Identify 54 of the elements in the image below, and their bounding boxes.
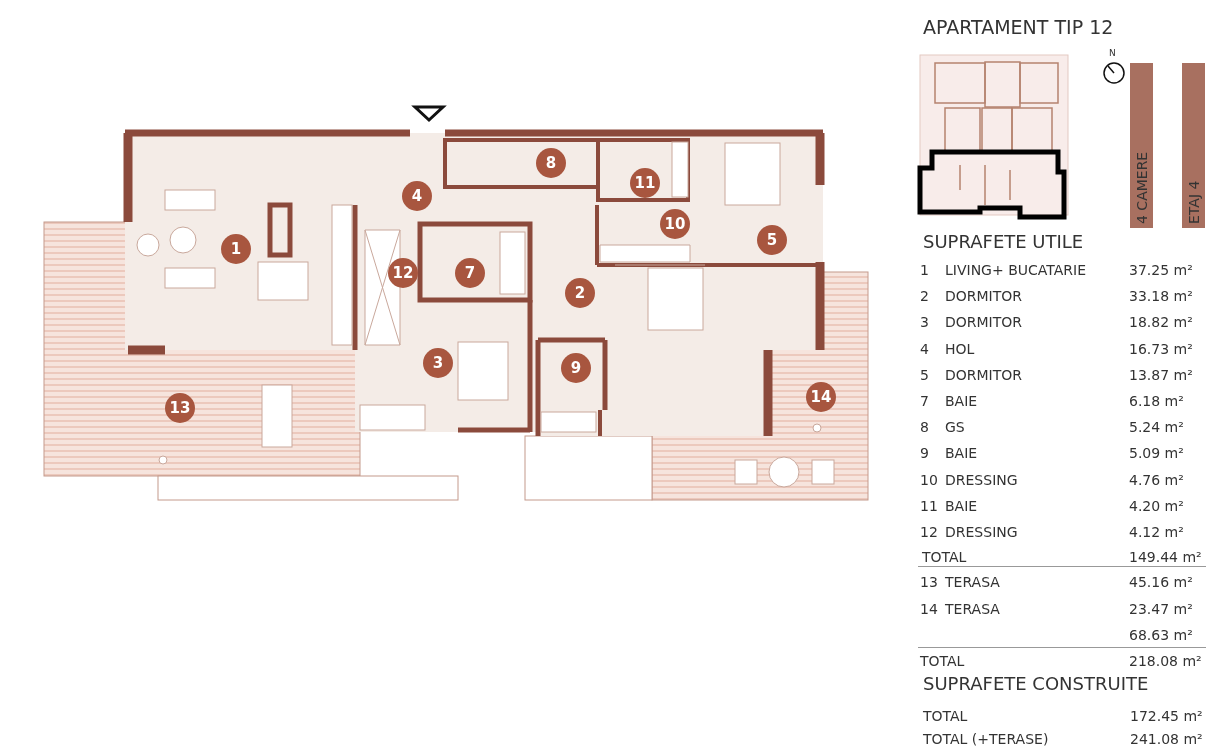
area-value: 45.16 m² — [1129, 574, 1193, 590]
room-number: 5 — [920, 366, 929, 383]
area-value: 23.47 m² — [1129, 601, 1193, 617]
room-name: HOL — [945, 340, 975, 357]
area-value: 218.08 m² — [1129, 653, 1202, 669]
area-value: 149.44 m² — [1129, 549, 1202, 565]
total-label: TOTAL — [920, 653, 965, 669]
room-number: 1 — [920, 262, 929, 278]
room-name: DRESSING — [945, 471, 1018, 488]
area-value: 4.20 m² — [1129, 497, 1184, 514]
area-value: 5.09 m² — [1129, 445, 1184, 462]
floor-tag: ETAJ 4 — [1182, 63, 1205, 228]
area-value: 68.63 m² — [1129, 627, 1193, 643]
room-name: DORMITOR — [945, 366, 1023, 383]
room-number: 10 — [920, 471, 938, 488]
room-count-tag: 4 CAMERE — [1130, 63, 1153, 228]
area-value: 18.82 m² — [1129, 314, 1193, 331]
room-number: 2 — [920, 288, 929, 305]
room-name: TERASA — [945, 601, 1000, 617]
area-value: 4.12 m² — [1129, 524, 1184, 540]
total-label: TOTAL (+TERASE) — [923, 731, 1049, 747]
room-name: DORMITOR — [945, 288, 1023, 305]
total-label: TOTAL — [923, 708, 968, 724]
room-number: 9 — [920, 445, 929, 462]
area-value: 4.76 m² — [1129, 471, 1184, 488]
area-value: 241.08 m² — [1130, 731, 1203, 747]
room-name: LIVING+ BUCATARIE — [945, 262, 1086, 278]
room-name: BAIE — [945, 445, 978, 462]
area-value: 16.73 m² — [1129, 340, 1193, 357]
room-name: BAIE — [945, 497, 978, 514]
area-value: 6.18 m² — [1129, 393, 1184, 409]
room-name: GS — [945, 419, 965, 436]
area-value: 37.25 m² — [1129, 262, 1193, 278]
north-label: N — [1109, 48, 1116, 58]
room-number: 12 — [920, 524, 938, 540]
section-heading: SUPRAFETE CONSTRUITE — [923, 673, 1149, 695]
area-value: 172.45 m² — [1130, 708, 1203, 724]
total-label: TOTAL — [922, 549, 967, 565]
area-value: 5.24 m² — [1129, 419, 1184, 436]
room-name: BAIE — [945, 393, 978, 409]
room-number: 14 — [920, 601, 938, 617]
room-number: 4 — [920, 340, 929, 357]
section-heading: SUPRAFETE UTILE — [923, 231, 1084, 253]
room-name: DORMITOR — [945, 314, 1023, 331]
room-name: TERASA — [945, 574, 1000, 590]
area-value: 13.87 m² — [1129, 366, 1193, 383]
room-name: DRESSING — [945, 524, 1018, 540]
plan-title: APARTAMENT TIP 12 — [923, 16, 1114, 38]
room-number: 7 — [920, 393, 929, 409]
room-number: 13 — [920, 574, 938, 590]
room-number: 8 — [920, 419, 929, 436]
area-value: 33.18 m² — [1129, 288, 1193, 305]
room-number: 3 — [920, 314, 929, 331]
room-number: 11 — [920, 497, 938, 514]
